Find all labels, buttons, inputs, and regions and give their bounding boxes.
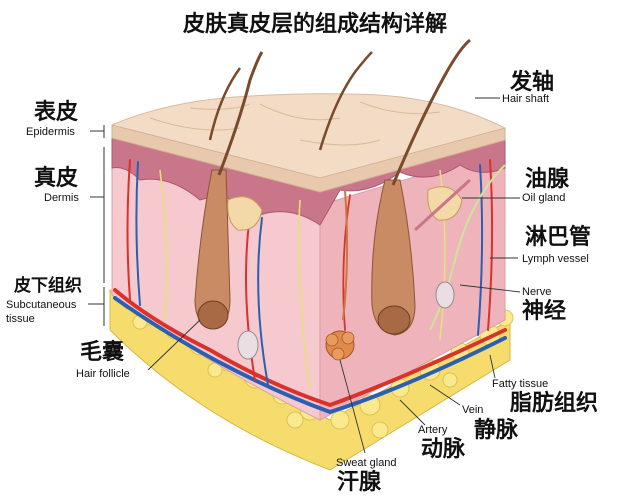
leader-lines (147, 97, 521, 454)
label-sweat-gland-en: Sweat gland (336, 457, 397, 469)
hair-shaft-middle (318, 51, 373, 151)
hair-follicle-left (194, 51, 264, 330)
label-nerve-zh: 神经 (522, 298, 566, 324)
label-sweat-gland-zh: 汗腺 (337, 470, 382, 495)
label-oil-gland-en: Oil gland (522, 192, 565, 204)
label-fatty-tissue-en: Fatty tissue (492, 378, 548, 390)
label-hair-shaft-zh: 发轴 (509, 69, 554, 95)
epidermis-front-edge (111, 124, 506, 193)
label-artery-en: Artery (418, 424, 448, 436)
label-vein-zh: 静脉 (474, 417, 519, 443)
label-dermis-en: Dermis (44, 192, 79, 204)
label-subcutaneous-en-line1: Subcutaneous (6, 299, 77, 311)
label-lymph-vessel-en: Lymph vessel (522, 253, 589, 265)
pacinian-corpuscle-left (237, 330, 259, 360)
pacinian-corpuscle-right (435, 281, 455, 309)
skin-surface-lines (149, 101, 441, 146)
diagram-title: 皮肤真皮层的组成结构详解 (183, 11, 447, 37)
hair-shaft-left (217, 51, 264, 176)
hair-shaft-right (391, 38, 471, 186)
artery-main (113, 288, 507, 408)
layer-brackets (88, 125, 105, 326)
oil-gland-left (227, 196, 263, 231)
vein-main (113, 296, 507, 415)
lymph-vessel (429, 164, 506, 331)
label-oil-gland-zh: 油腺 (525, 167, 570, 192)
label-hair-follicle-en: Hair follicle (76, 368, 130, 380)
skin-block-illustration (109, 38, 514, 471)
label-fatty-tissue-zh: 脂肪组织 (510, 390, 598, 416)
label-subcutaneous-en-line2: tissue (6, 313, 35, 325)
label-vein-en: Vein (462, 404, 483, 416)
label-hair-shaft-en: Hair shaft (502, 93, 549, 105)
label-subcutaneous-zh: 皮下组织 (14, 275, 82, 296)
label-epidermis-en: Epidermis (26, 126, 75, 138)
label-artery-zh: 动脉 (421, 437, 466, 462)
label-epidermis-zh: 表皮 (34, 99, 78, 125)
blood-vessels (113, 159, 507, 415)
label-hair-follicle-zh: 毛囊 (80, 339, 124, 365)
label-lymph-vessel-zh: 淋巴管 (525, 224, 591, 250)
sweat-gland (325, 189, 355, 361)
hair-shaft-extra (208, 67, 242, 141)
hair-follicle-right (371, 38, 472, 336)
label-dermis-zh: 真皮 (34, 165, 78, 191)
label-nerve-en: Nerve (522, 286, 551, 298)
